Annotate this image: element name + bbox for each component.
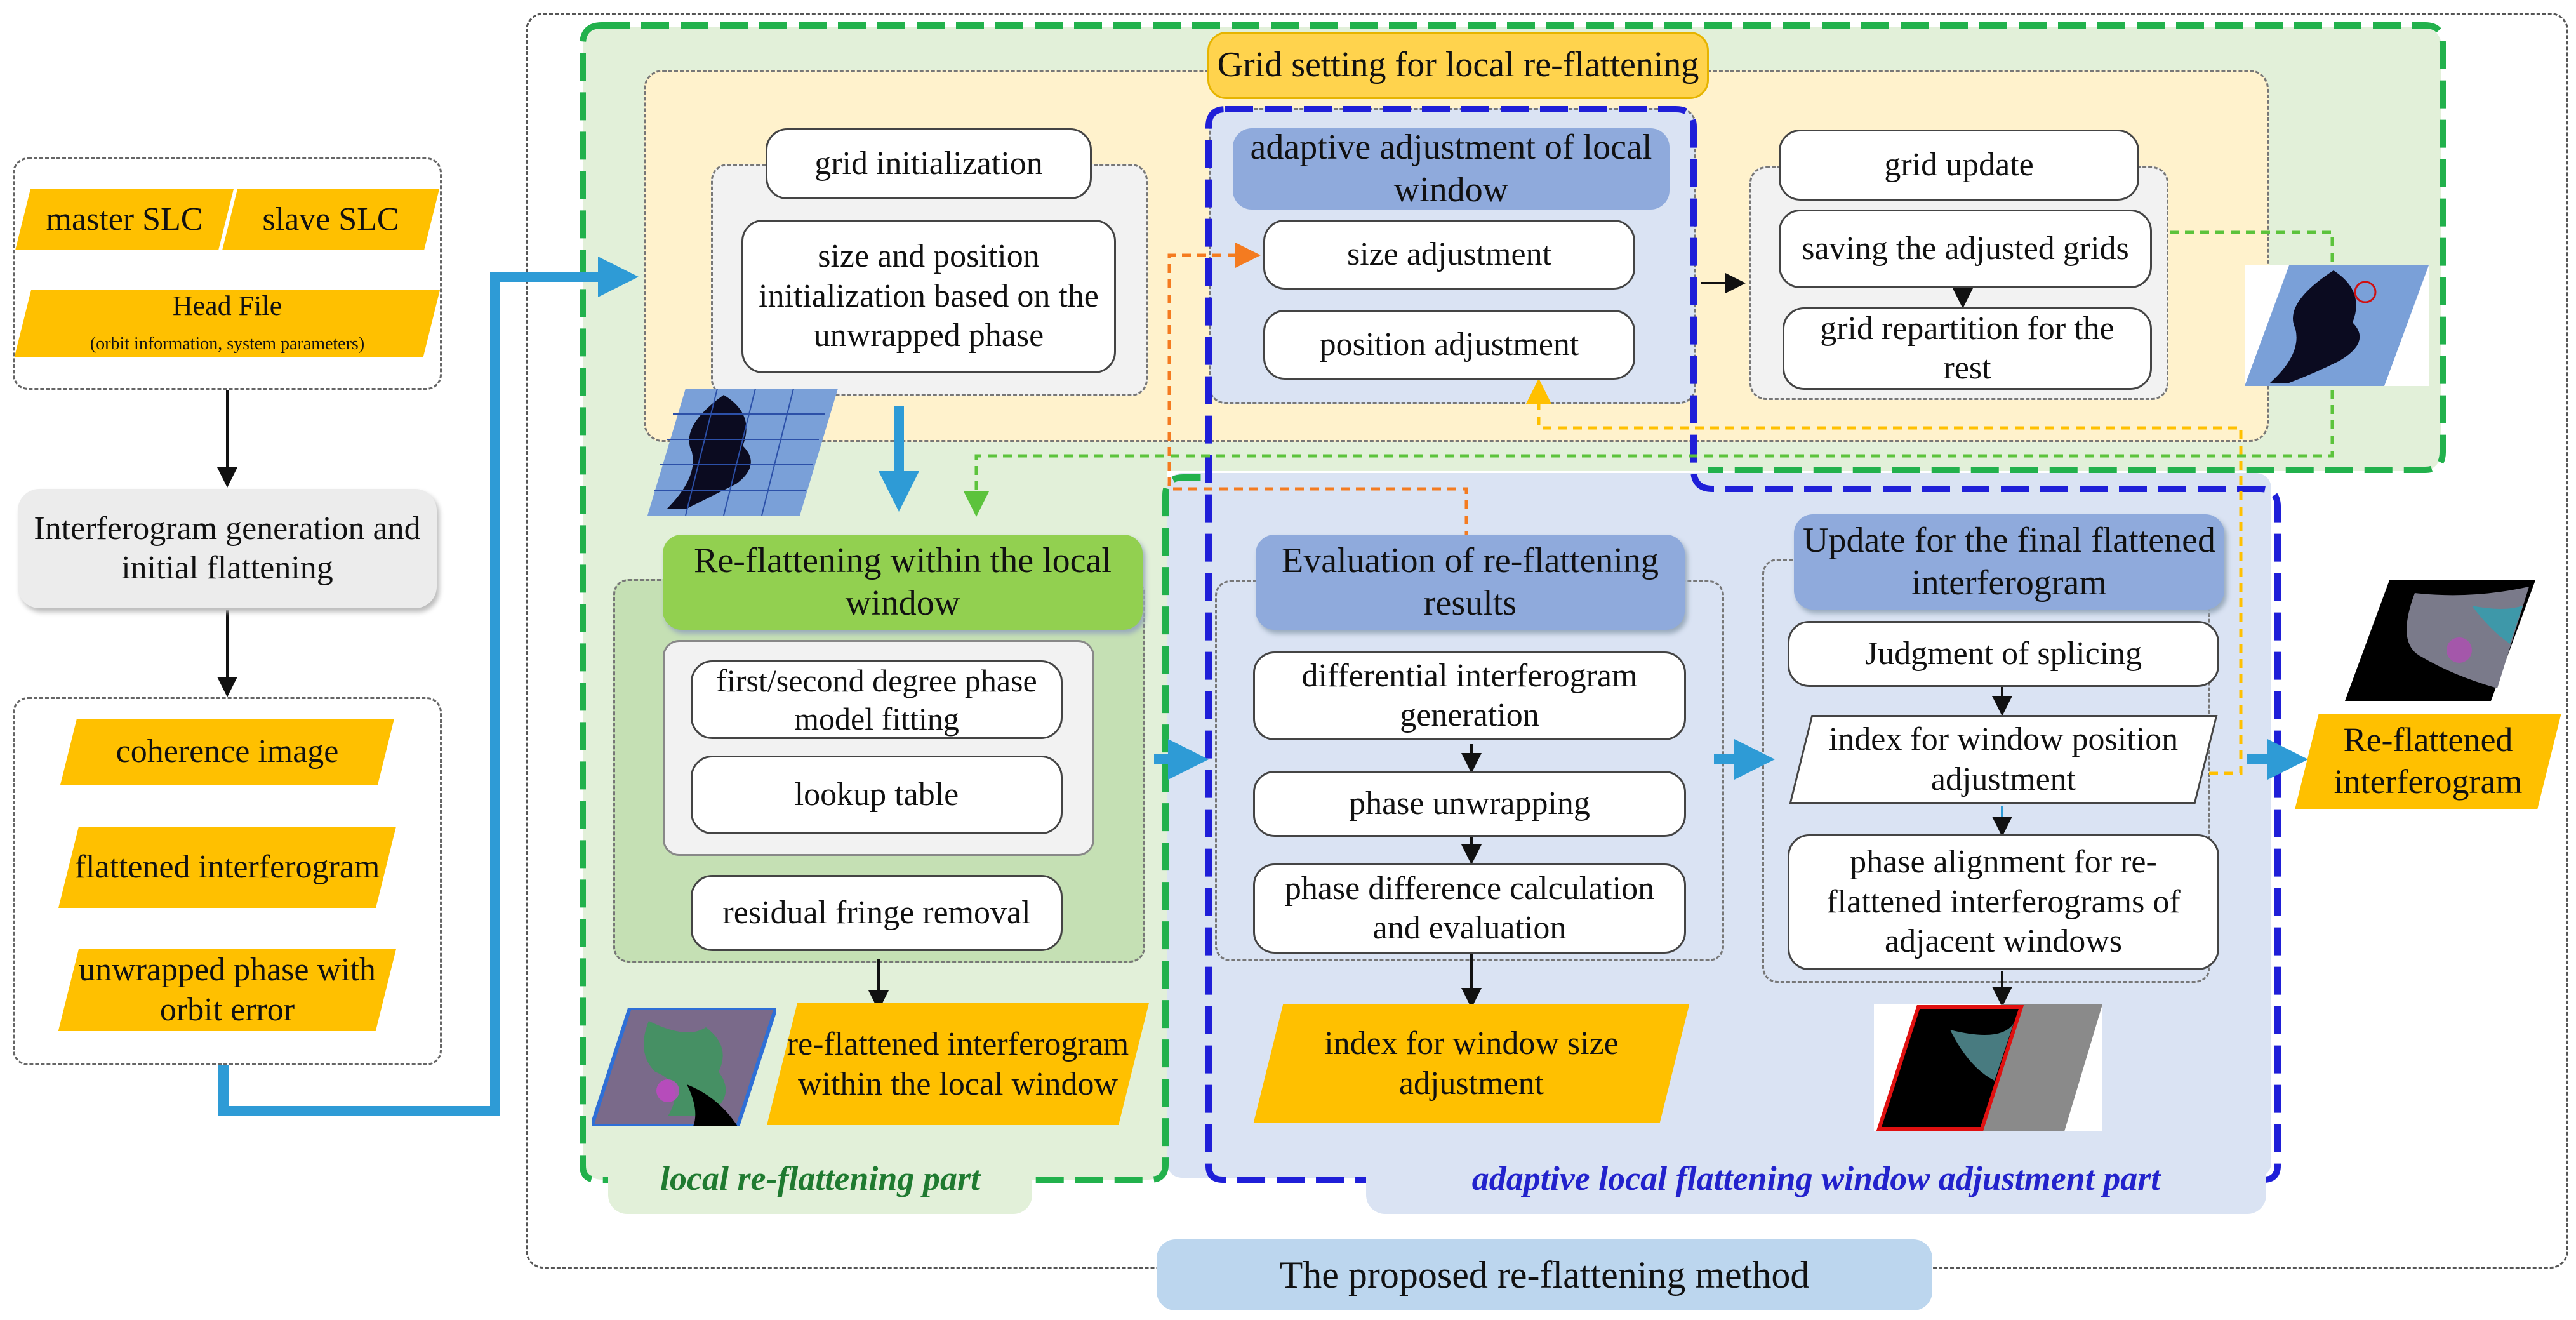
grid-map-thumbnail-1 — [647, 389, 838, 516]
adaptive-part-label: adaptive local flattening window adjustm… — [1366, 1143, 2266, 1214]
grid-setting-title: Grid setting for local re-flattening — [1207, 32, 1709, 99]
residual-fringe-node: residual fringe removal — [691, 875, 1063, 951]
green-dashed-border — [580, 22, 2446, 1183]
local-part-label: local re-flattening part — [608, 1143, 1032, 1214]
input-group-top — [13, 157, 442, 390]
interferogram-generation-node: Interferogram generation and initial fla… — [18, 489, 437, 608]
size-adjustment-node: size adjustment — [1263, 220, 1635, 290]
diff-interferogram-node: differential interferogram generation — [1253, 651, 1686, 740]
grid-map-thumbnail-2 — [2245, 265, 2429, 386]
method-label: The proposed re-flattening method — [1157, 1239, 1932, 1310]
model-fitting-node: first/second degree phase model fitting — [691, 660, 1063, 739]
lookup-table-node: lookup table — [691, 756, 1063, 834]
phase-alignment-node: phase alignment for re-flattened interfe… — [1788, 834, 2219, 970]
reflatten-title: Re-flattening within the local window — [663, 535, 1143, 630]
head-file-node: Head File(orbit information, system para… — [14, 290, 441, 357]
grid-update-node: grid update — [1779, 130, 2139, 201]
final-output-node: Re-flattened interferogram — [2295, 714, 2561, 809]
coherence-image-node: coherence image — [60, 719, 394, 785]
grid-initialization-node: grid initialization — [766, 128, 1092, 199]
unwrapped-phase-node: unwrapped phase with orbit error — [58, 949, 397, 1031]
update-title: Update for the final flattened interfero… — [1794, 514, 2224, 610]
evaluation-title: Evaluation of re-flattening results — [1256, 535, 1685, 630]
reflattened-local-output: re-flattened interferogram within the lo… — [767, 1003, 1149, 1125]
flattened-interferogram-node: flattened interferogram — [58, 827, 396, 908]
master-slc-node: master SLC — [15, 189, 234, 250]
phase-difference-node: phase difference calculation and evaluat… — [1253, 863, 1686, 954]
grid-init-detail-node: size and position initialization based o… — [741, 220, 1116, 373]
saving-grids-node: saving the adjusted grids — [1779, 210, 2152, 288]
index-position-node: index for window position adjustment — [1789, 715, 2218, 804]
slave-slc-node: slave SLC — [222, 189, 439, 250]
interferogram-thumbnail-local — [592, 1008, 776, 1126]
input-group-bottom — [13, 697, 442, 1065]
grid-repartition-node: grid repartition for the rest — [1783, 307, 2152, 390]
judgment-splicing-node: Judgment of splicing — [1788, 621, 2219, 687]
final-interferogram-thumbnail — [2345, 580, 2535, 701]
adaptive-title: adaptive adjustment of local window — [1233, 128, 1670, 210]
splicing-thumbnail — [1874, 1004, 2102, 1131]
blue-dashed-border — [1205, 106, 2281, 1183]
position-adjustment-node: position adjustment — [1263, 310, 1635, 380]
index-size-output: index for window size adjustment — [1253, 1004, 1690, 1123]
phase-unwrapping-node: phase unwrapping — [1253, 771, 1686, 837]
